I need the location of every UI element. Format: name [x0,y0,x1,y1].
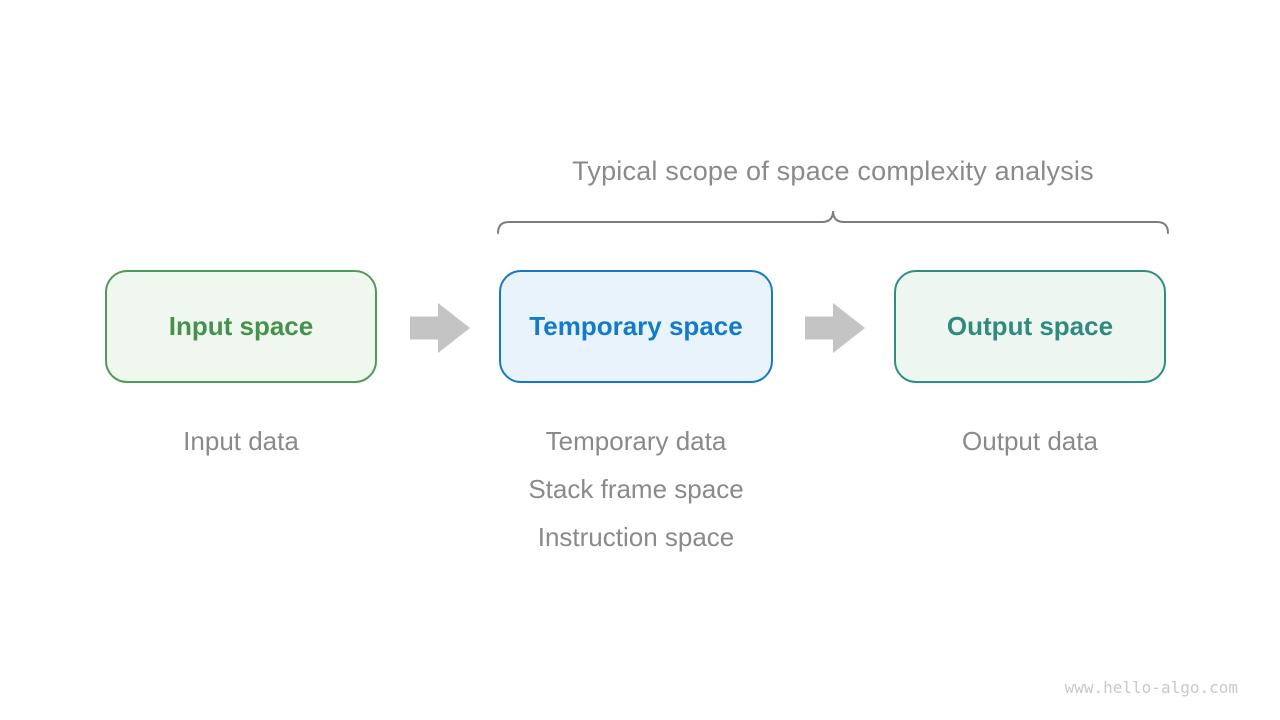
input-space-label: Input space [168,311,314,341]
watermark: www.hello-algo.com [1064,678,1238,697]
temporary-space-box: Temporary space [499,270,773,383]
input-box-captions: Input data [105,417,377,465]
caption-instruction-space: Instruction space [537,522,735,552]
output-box-captions: Output data [894,417,1166,465]
overbrace-icon [497,210,1169,234]
caption-output-data: Output data [962,426,1098,456]
caption-stack-frame-space: Stack frame space [528,474,744,504]
input-space-box: Input space [105,270,377,383]
output-space-box: Output space [894,270,1166,383]
temporary-box-captions: Temporary data Stack frame space Instruc… [479,417,793,561]
caption-input-data: Input data [183,426,299,456]
output-space-label: Output space [946,311,1114,341]
temporary-space-label: Temporary space [529,311,743,341]
right-arrow-icon [805,303,865,353]
diagram-title: Typical scope of space complexity analys… [572,156,1094,186]
caption-temporary-data: Temporary data [545,426,727,456]
right-arrow-icon [410,303,470,353]
